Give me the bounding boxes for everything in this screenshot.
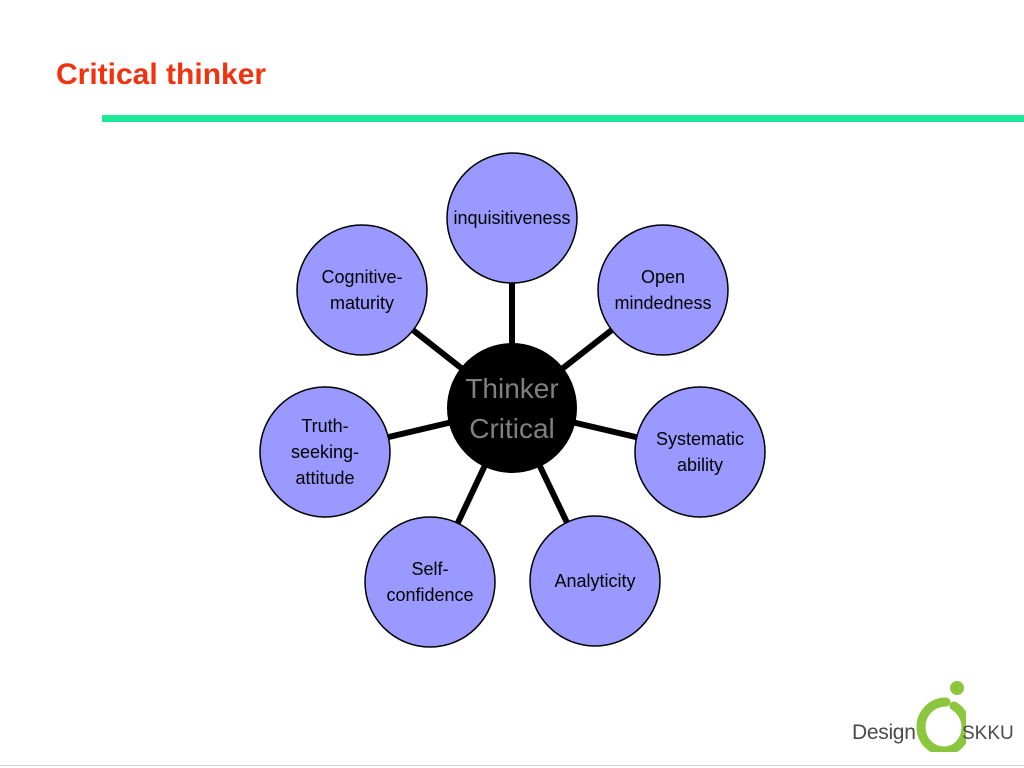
logo-mark-icon: a bbox=[916, 681, 966, 752]
node-systematic-ability: Systematic ability bbox=[634, 386, 766, 518]
design-skku-logo: Design a SKKU bbox=[850, 680, 1020, 760]
node-label: Cognitive- bbox=[321, 267, 402, 287]
hub-label: Thinker bbox=[465, 373, 558, 404]
node-label: inquisitiveness bbox=[453, 208, 570, 228]
node-label: Analyticity bbox=[554, 571, 635, 591]
node-analyticity: Analyticity bbox=[529, 515, 661, 647]
node-self-confidence: Self-confidence bbox=[364, 516, 496, 648]
node-circle bbox=[259, 386, 391, 518]
node-label: ability bbox=[677, 455, 723, 475]
logo-mark-letter: a bbox=[938, 720, 949, 741]
node-inquisitiveness: inquisitiveness bbox=[446, 152, 578, 284]
hub-circle bbox=[447, 343, 577, 473]
logo-text-design: Design bbox=[852, 721, 916, 744]
node-label: Truth- bbox=[301, 416, 348, 436]
node-label: maturity bbox=[330, 293, 394, 313]
hub-label: Critical bbox=[469, 413, 555, 444]
title-underline bbox=[102, 115, 1024, 122]
node-label: attitude bbox=[295, 468, 354, 488]
footer-divider bbox=[0, 765, 1024, 766]
node-label: Self- bbox=[411, 559, 448, 579]
logo-text-skku: SKKU bbox=[962, 723, 1014, 744]
node-circle bbox=[296, 224, 428, 356]
node-truth-seeking-attitude: Truth-seeking-attitude bbox=[259, 386, 391, 518]
node-label: Systematic bbox=[656, 429, 744, 449]
node-label: confidence bbox=[386, 585, 473, 605]
node-cognitive-maturity: Cognitive-maturity bbox=[296, 224, 428, 356]
node-circle bbox=[446, 152, 578, 284]
node-label: seeking- bbox=[291, 442, 359, 462]
node-circle bbox=[529, 515, 661, 647]
node-circle bbox=[364, 516, 496, 648]
node-circle bbox=[597, 224, 729, 356]
node-label: Open bbox=[641, 267, 685, 287]
page-title: Critical thinker bbox=[56, 58, 267, 91]
node-open-mindedness: Open mindedness bbox=[597, 224, 729, 356]
node-circle bbox=[634, 386, 766, 518]
node-label: mindedness bbox=[614, 293, 711, 313]
